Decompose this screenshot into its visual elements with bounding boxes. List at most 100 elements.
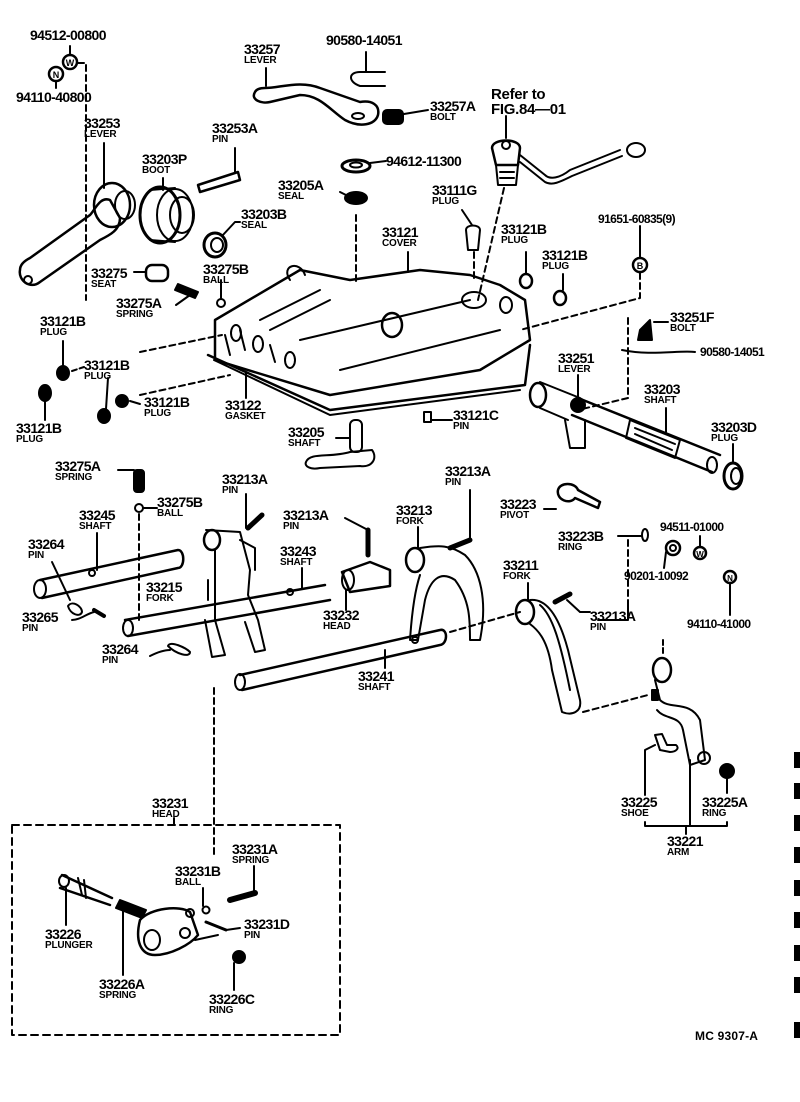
label-90201-10092: 90201-10092 xyxy=(624,569,689,583)
lever-33251-part xyxy=(528,374,586,449)
plunger-33226-part xyxy=(58,873,114,926)
washer-94511-icon: W xyxy=(692,535,708,561)
lever-33253-part xyxy=(18,142,136,287)
wire-90580-part xyxy=(621,349,696,354)
reference-note: Refer to FIG.84—01 xyxy=(491,87,566,117)
figure-code: MC 9307-A xyxy=(695,1029,759,1043)
nut-glyph-2: N xyxy=(727,574,733,583)
bolt-glyph: B xyxy=(637,261,644,271)
washer-94612-part xyxy=(340,158,387,174)
lever-33257-part xyxy=(252,67,380,126)
fork-33211-part xyxy=(514,582,582,715)
edge-mark xyxy=(794,1022,800,1038)
switch-assembly-part xyxy=(477,115,646,301)
plug-33121B-right-a-part xyxy=(518,251,534,290)
pin-33231D-part xyxy=(194,920,241,941)
spring-90201-part xyxy=(663,539,682,569)
gasket-33122-part xyxy=(206,343,532,416)
plug-33203D-part xyxy=(722,443,744,491)
plug-33121B-left-a-part xyxy=(56,334,223,381)
edge-mark xyxy=(794,752,800,768)
pin-33264-lower-part xyxy=(149,642,191,657)
plug-33121B-left-d-part xyxy=(115,374,231,408)
reference-note-line2: FIG.84—01 xyxy=(491,101,566,118)
pin-33264-upper-part xyxy=(51,561,83,616)
fork-33215-part xyxy=(202,528,266,658)
pin-33253A-part xyxy=(196,147,242,194)
plug-33121B-left-c-part xyxy=(97,377,111,424)
label-90580-14051-top: 90580-14051 xyxy=(326,32,403,48)
pin-33213A-left-part xyxy=(245,493,265,531)
pivot-33223-part xyxy=(543,482,602,510)
nut-glyph: N xyxy=(53,70,60,80)
pin-33213A-far-right-part xyxy=(552,591,591,613)
reference-note-line1: Refer to xyxy=(491,86,546,103)
edge-mark xyxy=(794,977,800,993)
shaft-33243-part xyxy=(122,567,332,638)
seal-33205A-part xyxy=(339,191,368,286)
plug-33121B-left-b-part xyxy=(38,384,52,421)
plug-33111G-part xyxy=(461,209,481,279)
shoe-33225-part xyxy=(644,733,679,796)
edge-mark xyxy=(794,880,800,896)
shaft-33245-part xyxy=(33,532,185,600)
washer-94512-icon: W xyxy=(61,53,79,71)
spring-33226A-part xyxy=(115,899,147,976)
nut-94110-icon: N xyxy=(47,65,65,83)
shaft-33205-part xyxy=(304,419,376,470)
plug-33121B-right-b-part xyxy=(552,273,568,307)
label-94110-40800: 94110-40800 xyxy=(16,89,92,105)
spring-33275A-lower-part xyxy=(117,469,145,493)
arm-bracket-line xyxy=(644,759,728,835)
edge-mark xyxy=(794,847,800,863)
label-94512-00800: 94512-00800 xyxy=(30,27,107,43)
head-33231-group-box xyxy=(11,824,341,1036)
pin-33121C-part xyxy=(423,411,453,423)
fork-33213-part xyxy=(404,526,485,641)
seal-33203B-part xyxy=(202,221,241,259)
head-33231-part xyxy=(136,907,200,957)
label-94110-41000: 94110-41000 xyxy=(687,617,751,631)
shaft-33203-part xyxy=(570,396,722,474)
